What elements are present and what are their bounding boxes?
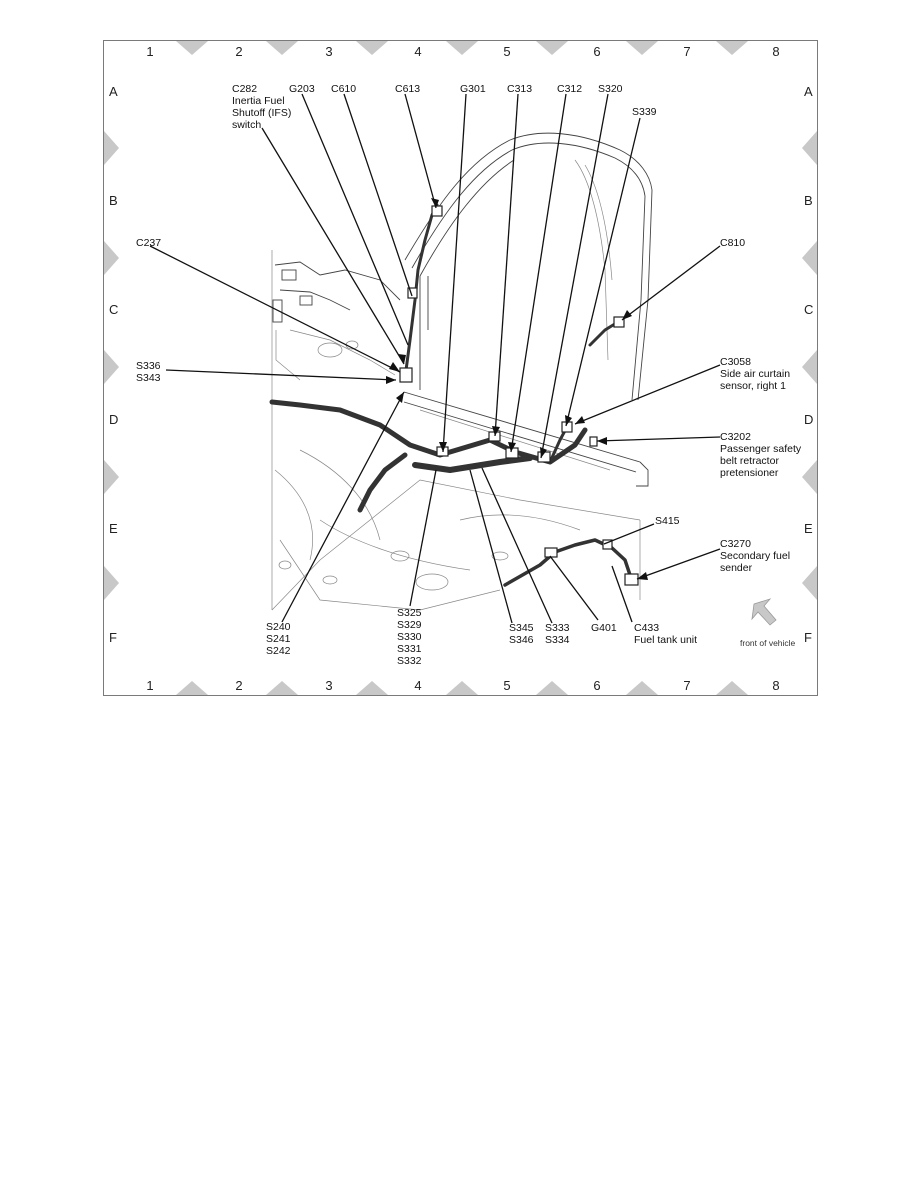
- column-labels-bottom: 1 2 3 4 5 6 7 8: [146, 678, 779, 693]
- column-label: 4: [414, 44, 421, 59]
- row-label: E: [109, 521, 118, 536]
- callout-c3202-line: belt retractor: [720, 455, 779, 467]
- callout-c3202-line: pretensioner: [720, 467, 779, 479]
- callout-c282: C282 Inertia Fuel Shutoff (IFS) switch: [232, 83, 294, 131]
- callout-s345-line: S345: [509, 622, 534, 634]
- callout-c3270-line: Secondary fuel: [720, 550, 790, 562]
- callout-c3058-line: sensor, right 1: [720, 380, 786, 392]
- row-label: C: [804, 302, 813, 317]
- column-label: 2: [235, 678, 242, 693]
- callout-c3058-line: C3058: [720, 356, 751, 368]
- callout-c3058-line: Side air curtain: [720, 368, 790, 380]
- callout-s336: S336 S343: [136, 360, 163, 384]
- callout-c312: C312: [557, 83, 582, 95]
- column-label: 6: [593, 44, 600, 59]
- callout-s345: S345 S346: [509, 622, 536, 646]
- wiring-harness: [269, 203, 639, 587]
- callout-g203: G203: [289, 83, 315, 95]
- callout-c3202-line: C3202: [720, 431, 751, 443]
- column-label: 2: [235, 44, 242, 59]
- callout-g401: G401: [591, 622, 617, 634]
- callout-s320: S320: [598, 83, 623, 95]
- column-label: 5: [503, 44, 510, 59]
- callout-s325-line: S332: [397, 655, 422, 667]
- front-of-vehicle-label: front of vehicle: [740, 638, 796, 648]
- row-label: F: [804, 630, 812, 645]
- row-label: D: [804, 412, 813, 427]
- callout-labels: C282 Inertia Fuel Shutoff (IFS) switch G…: [136, 83, 804, 667]
- callout-c433-line: C433: [634, 622, 659, 634]
- callout-s240-line: S241: [266, 633, 291, 645]
- callout-s240-line: S242: [266, 645, 291, 657]
- callout-g301: G301: [460, 83, 486, 95]
- row-label: B: [109, 193, 118, 208]
- front-of-vehicle-indicator: front of vehicle: [740, 598, 796, 648]
- callout-c3202: C3202 Passenger safety belt retractor pr…: [720, 431, 804, 479]
- column-label: 1: [146, 678, 153, 693]
- column-label: 8: [772, 678, 779, 693]
- column-label: 3: [325, 44, 332, 59]
- row-labels-right: A B C D E F: [804, 84, 813, 645]
- callout-c3202-line: Passenger safety: [720, 443, 802, 455]
- callout-c613: C613: [395, 83, 420, 95]
- arrow-icon: [751, 598, 777, 626]
- grid-markers: [104, 41, 817, 695]
- row-label: B: [804, 193, 813, 208]
- row-label: E: [804, 521, 813, 536]
- column-label: 7: [683, 44, 690, 59]
- callout-s415: S415: [655, 515, 680, 527]
- callout-s333-line: S333: [545, 622, 570, 634]
- column-label: 4: [414, 678, 421, 693]
- callout-s345-line: S346: [509, 634, 534, 646]
- vehicle-body-drawing: [271, 132, 653, 611]
- callout-s240: S240 S241 S242: [266, 621, 293, 657]
- row-label: A: [109, 84, 118, 99]
- column-label: 5: [503, 678, 510, 693]
- row-label: D: [109, 412, 118, 427]
- row-label: A: [804, 84, 813, 99]
- callout-leaders: [149, 93, 721, 624]
- column-label: 7: [683, 678, 690, 693]
- callout-c282-line: switch: [232, 119, 261, 131]
- callout-s325-line: S331: [397, 643, 422, 655]
- column-label: 6: [593, 678, 600, 693]
- callout-s336-line: S343: [136, 372, 161, 384]
- column-labels-top: 1 2 3 4 5 6 7 8: [146, 44, 779, 59]
- callout-c810: C810: [720, 237, 745, 249]
- column-label: 1: [146, 44, 153, 59]
- callout-s339: S339: [632, 106, 657, 118]
- callout-s325-line: S329: [397, 619, 422, 631]
- callout-c282-line: Inertia Fuel: [232, 95, 285, 107]
- callout-c3270: C3270 Secondary fuel sender: [720, 538, 793, 574]
- callout-s336-line: S336: [136, 360, 161, 372]
- callout-c3058: C3058 Side air curtain sensor, right 1: [720, 356, 793, 392]
- row-labels-left: A B C D E F: [109, 84, 118, 645]
- callout-s240-line: S240: [266, 621, 291, 633]
- callout-c237: C237: [136, 237, 161, 249]
- callout-c433: C433 Fuel tank unit: [634, 622, 697, 646]
- callout-c282-line: Shutoff (IFS): [232, 107, 291, 119]
- column-label: 8: [772, 44, 779, 59]
- callout-s333: S333 S334: [545, 622, 572, 646]
- callout-c3270-line: sender: [720, 562, 753, 574]
- callout-s325: S325 S329 S330 S331 S332: [397, 607, 424, 667]
- row-label: C: [109, 302, 118, 317]
- callout-c313: C313: [507, 83, 532, 95]
- callout-c282-line: C282: [232, 83, 257, 95]
- diagram-frame: [103, 40, 818, 696]
- callout-s325-line: S325: [397, 607, 422, 619]
- callout-s333-line: S334: [545, 634, 570, 646]
- row-label: F: [109, 630, 117, 645]
- callout-c610: C610: [331, 83, 356, 95]
- column-label: 3: [325, 678, 332, 693]
- callout-c433-line: Fuel tank unit: [634, 634, 697, 646]
- callout-c3270-line: C3270: [720, 538, 751, 550]
- callout-s325-line: S330: [397, 631, 422, 643]
